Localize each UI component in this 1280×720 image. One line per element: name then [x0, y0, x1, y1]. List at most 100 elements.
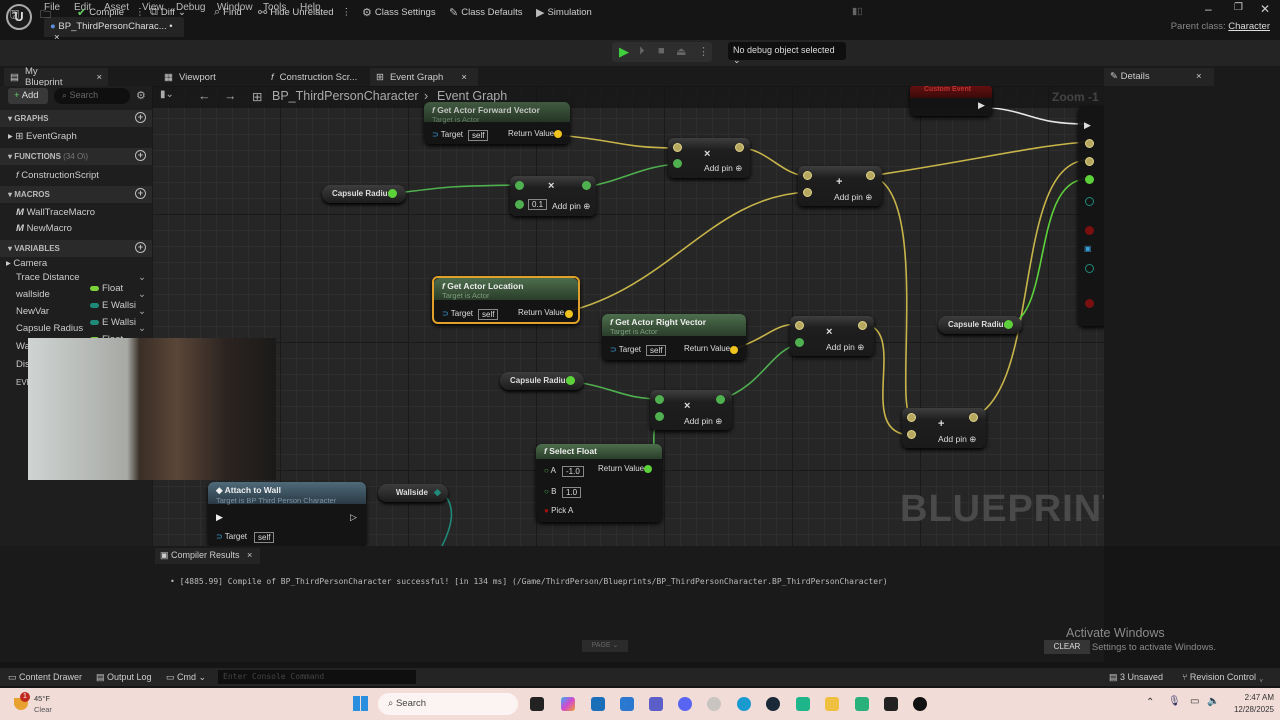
node-capsule-radius[interactable]: Capsule Radius	[938, 316, 1022, 334]
network-icon[interactable]: ▭	[1190, 696, 1200, 707]
revision-control-button[interactable]: ⑂ Revision Control ⌄	[1182, 672, 1264, 682]
array-pin-icon[interactable]: ▣	[1084, 244, 1092, 253]
chevron-down-icon[interactable]: ⌄	[138, 323, 146, 334]
chevron-down-icon[interactable]: ⌄	[138, 272, 146, 283]
input-pin-b[interactable]	[673, 159, 682, 168]
return-pin[interactable]	[554, 130, 562, 138]
bookmark-icon[interactable]: ▮⌄	[160, 89, 174, 100]
store-icon[interactable]	[591, 697, 605, 711]
variable-item-partial[interactable]: Wa	[16, 341, 30, 352]
volume-icon[interactable]: 🔈	[1207, 696, 1220, 707]
compile-button[interactable]: ✔Compile⋮	[77, 7, 145, 19]
search-input[interactable]: ⌕ Search	[54, 88, 130, 104]
browse-icon[interactable]: 🗀	[40, 9, 51, 21]
clock-time[interactable]: 2:47 AM	[1244, 693, 1274, 702]
function-item[interactable]: f ConstructionScript	[16, 170, 99, 181]
add-function-icon[interactable]: +	[135, 150, 146, 161]
taskview-icon[interactable]	[530, 697, 544, 711]
menu-window[interactable]: Window	[217, 2, 253, 13]
input-pin-b[interactable]	[515, 200, 524, 209]
input-pin-a[interactable]	[907, 413, 916, 422]
output-pin[interactable]	[858, 321, 867, 330]
menu-view[interactable]: View	[142, 2, 164, 13]
node-multiply-float[interactable]: 0.1 × Add pin ⊕	[510, 176, 596, 216]
add-pin-button[interactable]: Add pin ⊕	[826, 342, 865, 352]
unreal-engine-icon[interactable]	[913, 697, 927, 711]
output-log-button[interactable]: ▤ Output Log	[96, 672, 152, 683]
target-pin-icon[interactable]: ⊃	[216, 532, 223, 541]
input-pin-b[interactable]	[655, 412, 664, 421]
close-icon[interactable]: ×	[1196, 71, 1202, 82]
input-pin-a[interactable]	[673, 143, 682, 152]
variable-item[interactable]: Capsule RadiusFloat⌄	[16, 323, 152, 345]
target-self-field[interactable]: self	[254, 532, 275, 543]
node-multiply-vector[interactable]: × Add pin ⊕	[790, 316, 874, 356]
section-graphs[interactable]: ▾ GRAPHS+	[0, 110, 152, 127]
close-icon[interactable]: ×	[461, 71, 467, 83]
target-pin-icon[interactable]: ⊃	[442, 309, 449, 318]
target-self-field[interactable]: self	[468, 130, 489, 141]
taskbar-search[interactable]: ⌕ Search	[378, 693, 518, 715]
multiplier-field[interactable]: 0.1	[528, 199, 548, 210]
app-icon[interactable]	[855, 697, 869, 711]
pin-start[interactable]	[1085, 139, 1094, 148]
close-icon[interactable]: ×	[96, 71, 102, 83]
output-pin[interactable]	[969, 413, 978, 422]
close-window-icon[interactable]: ✕	[1260, 2, 1271, 16]
pin-end[interactable]	[1085, 157, 1094, 166]
menu-edit[interactable]: Edit	[74, 2, 92, 13]
close-icon[interactable]: ×	[54, 32, 60, 43]
console-input[interactable]: Enter Console Command	[218, 670, 416, 684]
output-pin[interactable]	[582, 181, 591, 190]
simulation-button[interactable]: ▶Simulation	[536, 6, 592, 19]
variable-category[interactable]: ▸ Camera	[6, 258, 48, 269]
tab-details[interactable]: ✎ Details×	[1104, 68, 1214, 86]
exec-pin-icon[interactable]: ▶	[978, 100, 985, 110]
app-icon[interactable]	[707, 697, 721, 711]
menu-asset[interactable]: Asset	[104, 2, 130, 13]
class-defaults-button[interactable]: ✎Class Defaults	[449, 6, 522, 19]
settings-gear-icon[interactable]: ⚙	[136, 90, 146, 102]
node-multiply-float[interactable]: × Add pin ⊕	[650, 390, 732, 430]
class-settings-button[interactable]: ⚙Class Settings	[362, 6, 436, 19]
chevron-down-icon[interactable]: ⌄	[138, 289, 146, 300]
graph-item-eventgraph[interactable]: ▸ ⊞ EventGraph	[8, 131, 77, 142]
value-b-field[interactable]: 1.0	[562, 487, 582, 498]
node-select-float[interactable]: f Select Float ○ A -1.0 ○ B 1.0 ● Pick A…	[536, 444, 662, 522]
clear-button[interactable]: CLEAR	[1044, 640, 1090, 654]
epic-games-icon[interactable]	[884, 697, 898, 711]
tab-viewport[interactable]: ▦Viewport	[158, 68, 222, 86]
find-button[interactable]: ⌕Find	[214, 6, 242, 19]
close-icon[interactable]: ×	[247, 550, 253, 560]
add-pin-button[interactable]: Add pin ⊕	[684, 416, 723, 426]
node-wallside[interactable]: Wallside◆	[378, 484, 448, 502]
step-icon[interactable]: ⏵	[639, 45, 645, 57]
parent-class-link[interactable]: Character	[1228, 21, 1270, 32]
menu-help[interactable]: Help	[300, 2, 321, 13]
exec-pin-icon[interactable]: ▶	[1084, 120, 1091, 130]
node-custom-event[interactable]: Custom Event ▶	[910, 86, 992, 116]
cmd-dropdown[interactable]: ▭ Cmd ⌄	[166, 672, 207, 682]
menu-file[interactable]: File	[44, 2, 61, 13]
more-icon[interactable]: ⋮	[698, 46, 709, 58]
input-pin-b[interactable]	[907, 430, 916, 439]
debug-object-dropdown[interactable]: No debug object selected ⌄	[728, 42, 846, 65]
target-self-field[interactable]: self	[646, 345, 667, 356]
play-icon[interactable]: ▶	[619, 44, 629, 59]
output-pin[interactable]	[866, 171, 875, 180]
section-functions[interactable]: ▾ FUNCTIONS (34 O\)+	[0, 148, 152, 165]
teams-icon[interactable]	[649, 697, 663, 711]
input-pin-a[interactable]	[795, 321, 804, 330]
return-pin[interactable]	[565, 310, 573, 318]
output-pin[interactable]	[1004, 320, 1013, 329]
page-dropdown[interactable]: PAGE ⌄	[582, 640, 628, 652]
chevron-up-icon[interactable]: ⌃	[1146, 697, 1155, 708]
output-pin[interactable]	[566, 376, 575, 385]
minimize-icon[interactable]: –	[1205, 2, 1212, 16]
output-pin[interactable]	[388, 189, 397, 198]
exec-out-pin-icon[interactable]: ▷	[350, 512, 357, 522]
